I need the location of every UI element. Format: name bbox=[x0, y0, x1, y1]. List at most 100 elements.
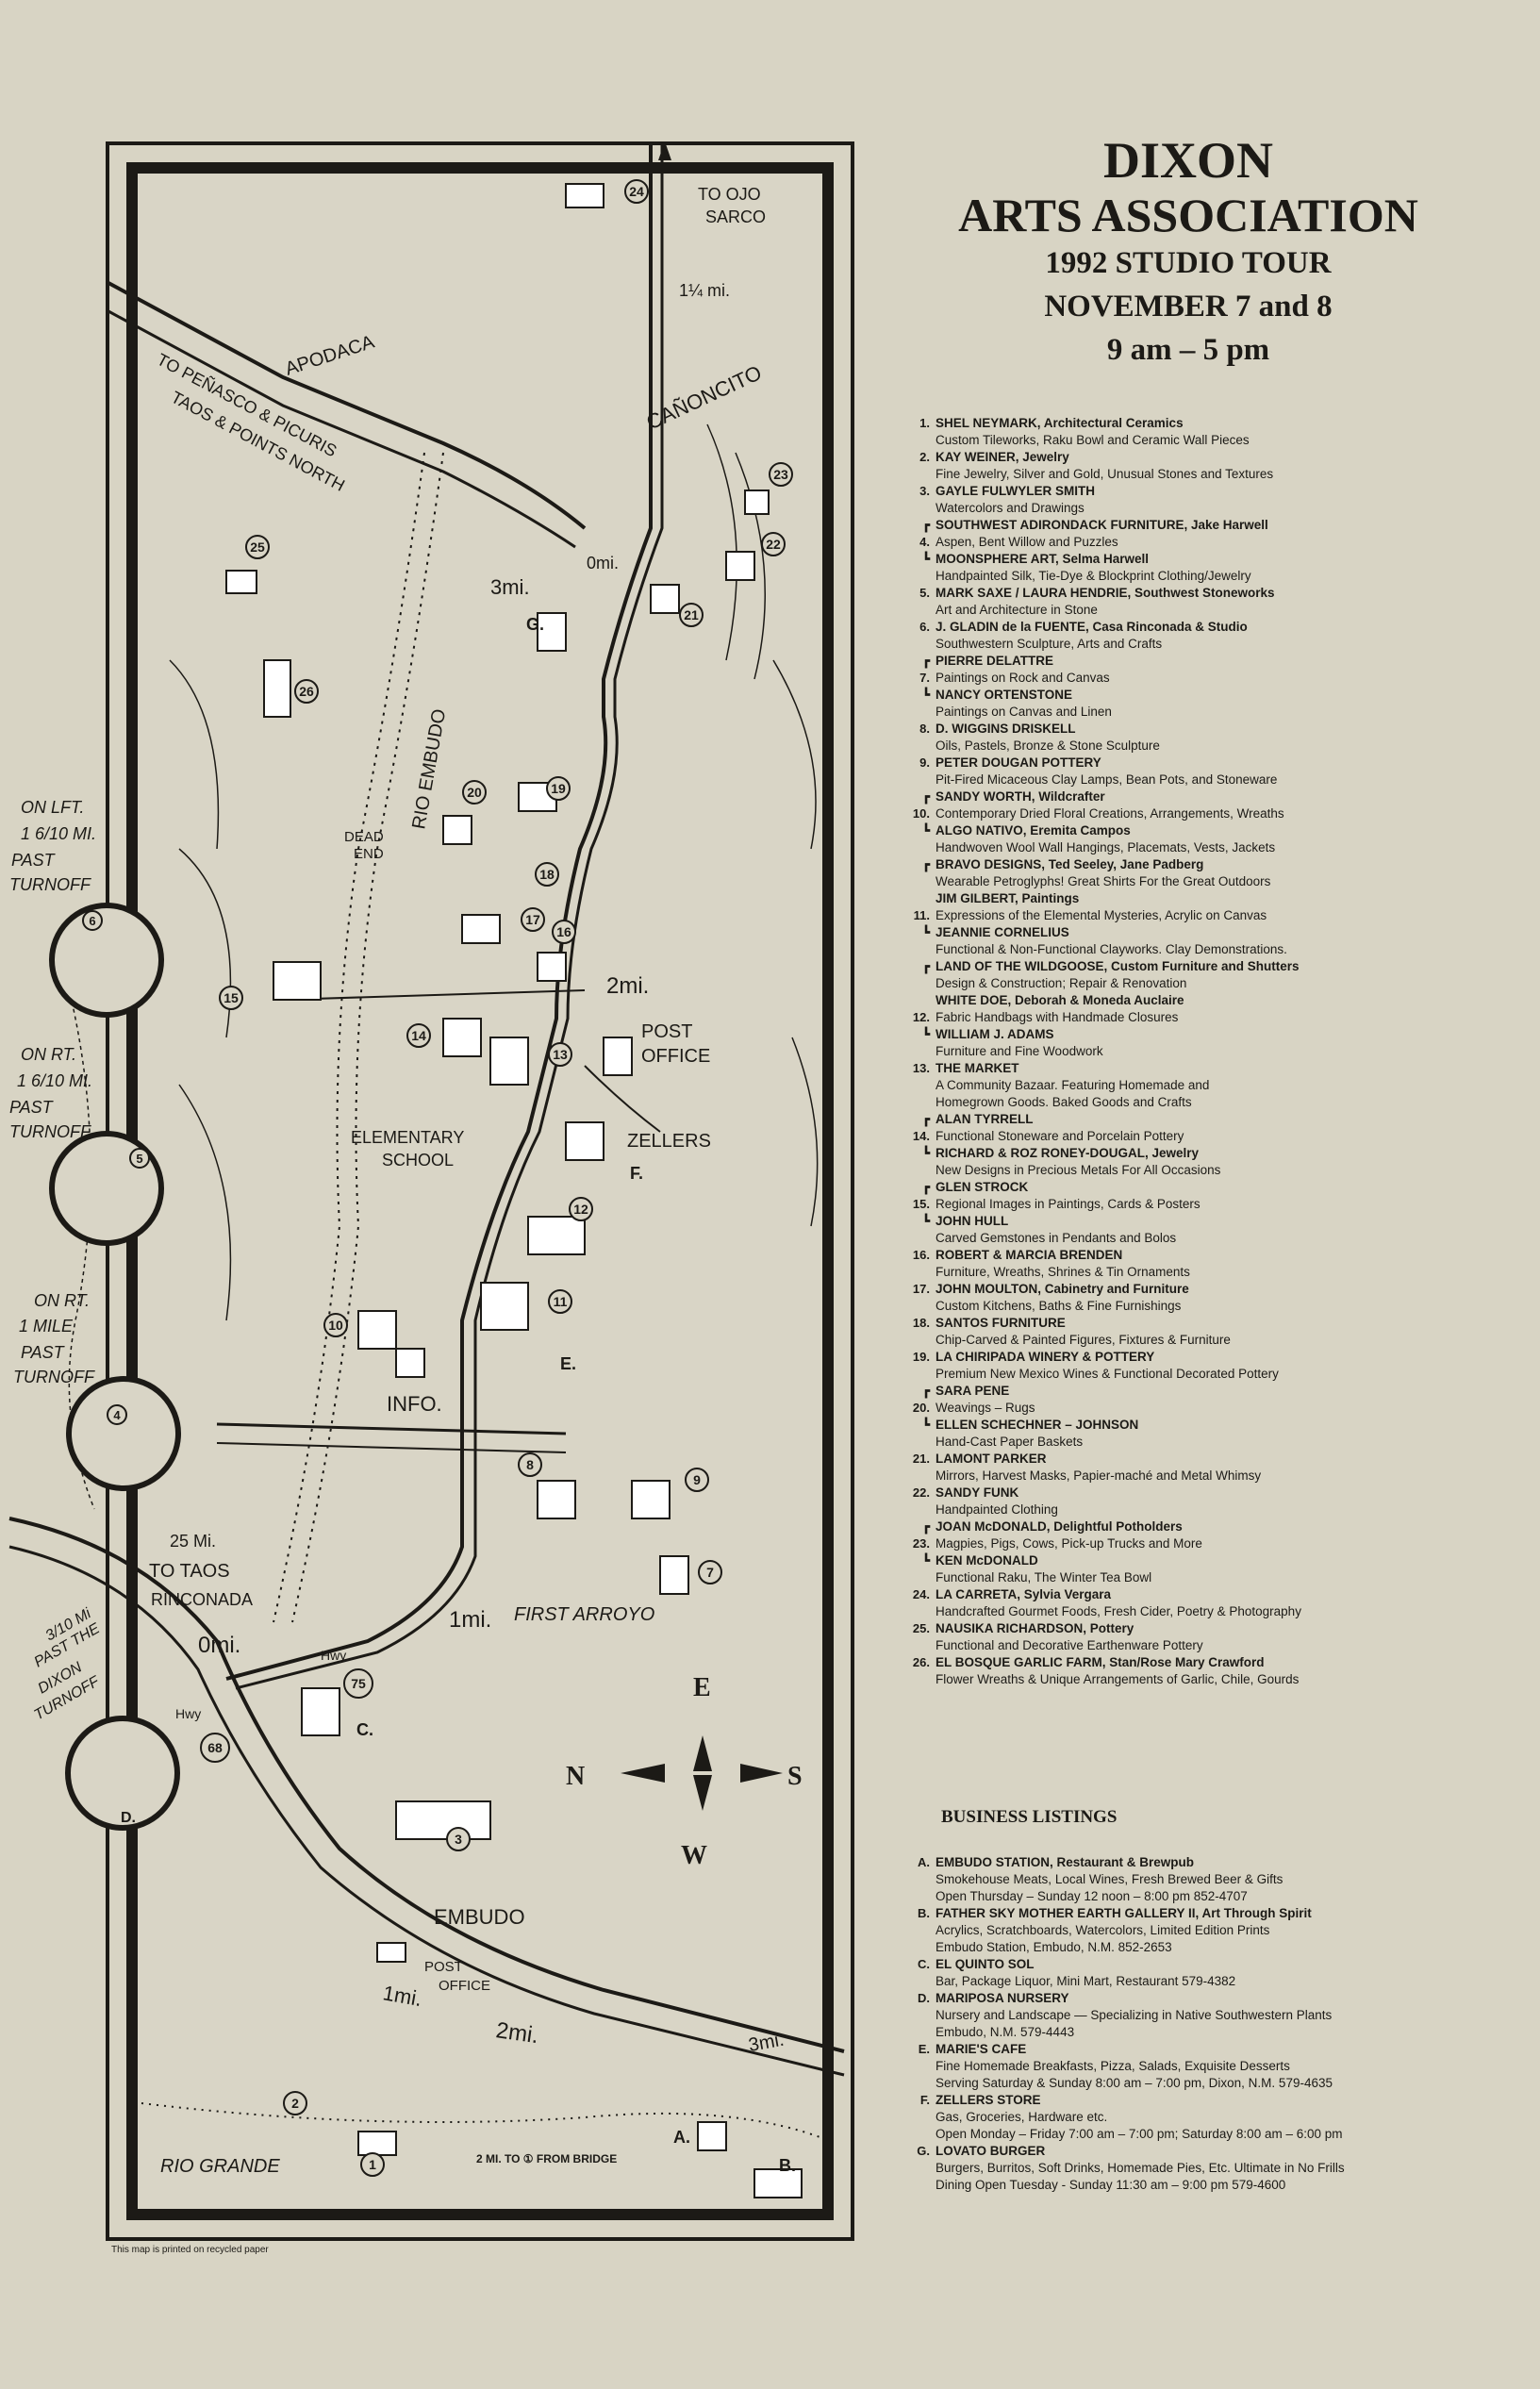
label-2mi: 2mi. bbox=[606, 973, 649, 999]
studio-number: ┗ bbox=[922, 1418, 930, 1432]
studio-number: 3. bbox=[919, 484, 930, 498]
building-13 bbox=[489, 1037, 529, 1086]
studio-entry: 20.Weavings – Rugs bbox=[905, 1400, 1490, 1417]
studio-description: Handwoven Wool Wall Hangings, Placemats,… bbox=[936, 840, 1276, 854]
label-zellers: ZELLERS bbox=[627, 1131, 711, 1152]
label-g: G. bbox=[526, 615, 544, 634]
subtitle-studio-tour: 1992 STUDIO TOUR bbox=[1045, 246, 1332, 280]
studio-name: SARA PENE bbox=[936, 1384, 1010, 1398]
business-detail: Fine Homemade Breakfasts, Pizza, Salads,… bbox=[936, 2059, 1290, 2073]
studio-entry: Homegrown Goods. Baked Goods and Crafts bbox=[905, 1094, 1490, 1111]
building-14 bbox=[442, 1018, 482, 1057]
rio-embudo-river bbox=[273, 452, 425, 1623]
studio-number bbox=[905, 992, 936, 1009]
studio-description: New Designs in Precious Metals For All O… bbox=[936, 1163, 1221, 1177]
building-7 bbox=[659, 1555, 689, 1595]
business-name: EL QUINTO SOL bbox=[936, 1957, 1035, 1971]
label-0mi-top: 0mi. bbox=[587, 554, 619, 572]
studio-name: ROBERT & MARCIA BRENDEN bbox=[936, 1248, 1123, 1262]
label-dead: DEAD bbox=[344, 829, 384, 845]
business-detail: Open Thursday – Sunday 12 noon – 8:00 pm… bbox=[936, 1889, 1248, 1903]
north-arrow-top bbox=[658, 141, 671, 160]
studio-name: SANDY WORTH, Wildcrafter bbox=[936, 789, 1105, 804]
label-c: C. bbox=[356, 1720, 373, 1739]
studio-entry: JIM GILBERT, Paintings bbox=[905, 890, 1490, 907]
studio-number: 23. bbox=[912, 1536, 930, 1551]
business-detail: Acrylics, Scratchboards, Watercolors, Li… bbox=[936, 1923, 1270, 1937]
svg-text:23: 23 bbox=[773, 467, 788, 482]
studio-name: SANTOS FURNITURE bbox=[936, 1316, 1066, 1330]
studio-number: 8. bbox=[919, 722, 930, 736]
studio-number: 2. bbox=[919, 450, 930, 464]
svg-text:19: 19 bbox=[551, 781, 566, 796]
studio-number: 4. bbox=[919, 535, 930, 549]
building-1 bbox=[357, 2131, 397, 2156]
studio-entry: 12.Fabric Handbags with Handmade Closure… bbox=[905, 1009, 1490, 1026]
road-to-penasco bbox=[108, 281, 587, 530]
studio-name: LA CHIRIPADA WINERY & POTTERY bbox=[936, 1350, 1155, 1364]
title-dixon: DIXON bbox=[1102, 132, 1273, 189]
studio-number: 26. bbox=[912, 1655, 930, 1669]
studio-name: LAND OF THE WILDGOOSE, Custom Furniture … bbox=[936, 959, 1300, 973]
studio-name: WILLIAM J. ADAMS bbox=[936, 1027, 1054, 1041]
building-a bbox=[697, 2121, 727, 2151]
label-embudo: EMBUDO bbox=[434, 1905, 525, 1929]
label-onrt-b-dist: 1 MILE bbox=[19, 1317, 74, 1336]
studio-name: ALGO NATIVO, Eremita Campos bbox=[936, 823, 1131, 838]
studio-description: Regional Images in Paintings, Cards & Po… bbox=[936, 1197, 1201, 1211]
label-1-25mi: 1¼ mi. bbox=[679, 281, 730, 300]
label-onlft: ON LFT. bbox=[21, 798, 84, 817]
label-hwy-75: Hwy bbox=[321, 1648, 346, 1663]
studio-description: Furniture and Fine Woodwork bbox=[936, 1044, 1103, 1058]
label-office: OFFICE bbox=[641, 1046, 710, 1067]
studio-name: JOHN HULL bbox=[936, 1214, 1009, 1228]
studio-number: 9. bbox=[919, 755, 930, 770]
studio-number: ┗ bbox=[922, 823, 930, 838]
title-block: DIXON ARTS ASSOCIATION 1992 STUDIO TOUR … bbox=[905, 132, 1471, 372]
studio-number bbox=[905, 890, 936, 907]
label-0mi: 0mi. bbox=[198, 1633, 240, 1658]
business-detail: Smokehouse Meats, Local Wines, Fresh Bre… bbox=[936, 1872, 1283, 1886]
label-sarco: SARCO bbox=[705, 207, 766, 226]
studio-number: 21. bbox=[912, 1452, 930, 1466]
business-detail: Open Monday – Friday 7:00 am – 7:00 pm; … bbox=[936, 2127, 1343, 2141]
studio-name: THE MARKET bbox=[936, 1061, 1019, 1075]
building-11 bbox=[480, 1282, 529, 1331]
studio-number: 1. bbox=[919, 416, 930, 430]
studio-name: LA CARRETA, Sylvia Vergara bbox=[936, 1587, 1112, 1601]
recycled-footnote: This map is printed on recycled paper bbox=[111, 2245, 269, 2255]
label-to-taos: TO TAOS bbox=[149, 1561, 230, 1582]
studio-name: PIERRE DELATTRE bbox=[936, 654, 1054, 668]
studio-name: SOUTHWEST ADIRONDACK FURNITURE, Jake Har… bbox=[936, 518, 1268, 532]
studio-number: 15. bbox=[912, 1197, 930, 1211]
business-listings-heading: BUSINESS LISTINGS bbox=[941, 1807, 1118, 1827]
studio-number bbox=[905, 1094, 936, 1111]
business-letter: D. bbox=[918, 1991, 930, 2005]
label-3mi-b: 3mi. bbox=[747, 2030, 786, 2056]
studio-number: ┏ bbox=[922, 1180, 930, 1194]
studio-name: JOHN MOULTON, Cabinetry and Furniture bbox=[936, 1282, 1189, 1296]
building-b bbox=[753, 2168, 803, 2198]
studio-name: NANCY ORTENSTONE bbox=[936, 688, 1073, 702]
studio-description: Paintings on Rock and Canvas bbox=[936, 671, 1110, 685]
inset-nursery-d bbox=[65, 1716, 180, 1831]
label-onrt-b: ON RT. bbox=[34, 1291, 90, 1310]
label-25mi: 25 Mi. bbox=[170, 1532, 216, 1551]
label-onrt-dist: 1 6/10 MI. bbox=[17, 1071, 92, 1090]
label-1mi: 1mi. bbox=[449, 1607, 491, 1633]
business-entry: B.FATHER SKY MOTHER EARTH GALLERY II, Ar… bbox=[905, 1905, 1499, 1956]
studio-description: Premium New Mexico Wines & Functional De… bbox=[936, 1367, 1279, 1381]
studio-description: Chip-Carved & Painted Figures, Fixtures … bbox=[936, 1333, 1231, 1347]
label-onrt-past: PAST bbox=[9, 1098, 55, 1117]
business-letter: F. bbox=[919, 2093, 930, 2107]
